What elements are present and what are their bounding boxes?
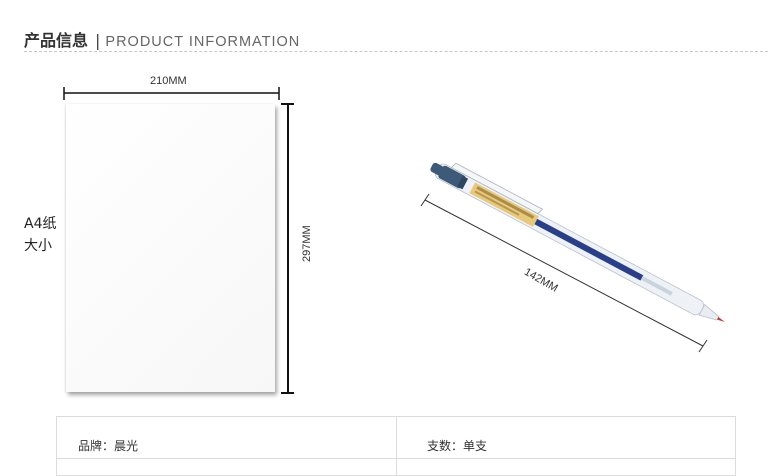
- pen-illustration: [430, 162, 725, 323]
- paper-width-label: 210MM: [150, 75, 187, 87]
- spec-quantity: 支数：单支: [427, 439, 488, 453]
- section-title-cn: 产品信息: [24, 31, 89, 50]
- paper-size-caption: A4纸 大小: [24, 213, 56, 257]
- paper-width-dimension-line: [63, 87, 280, 100]
- spec-table: 品牌：晨光 支数：单支: [56, 416, 736, 476]
- table-row-divider: [57, 458, 735, 459]
- pen-length-dimension-line: [420, 193, 708, 353]
- paper-size-caption-line1: A4纸: [24, 216, 57, 232]
- paper-height-label: 297MM: [301, 225, 313, 262]
- spec-brand: 品牌：晨光: [78, 439, 139, 453]
- paper-height-dimension-line: [281, 103, 294, 394]
- section-header: 产品信息 | PRODUCT INFORMATION: [24, 27, 301, 50]
- title-separator: |: [95, 31, 101, 50]
- paper-size-caption-line2: 大小: [24, 238, 52, 254]
- header-divider: [24, 51, 768, 52]
- table-column-divider: [396, 417, 397, 475]
- dimension-lines: [63, 87, 725, 394]
- a4-paper-sheet: [66, 104, 275, 392]
- section-title-en: PRODUCT INFORMATION: [105, 34, 301, 50]
